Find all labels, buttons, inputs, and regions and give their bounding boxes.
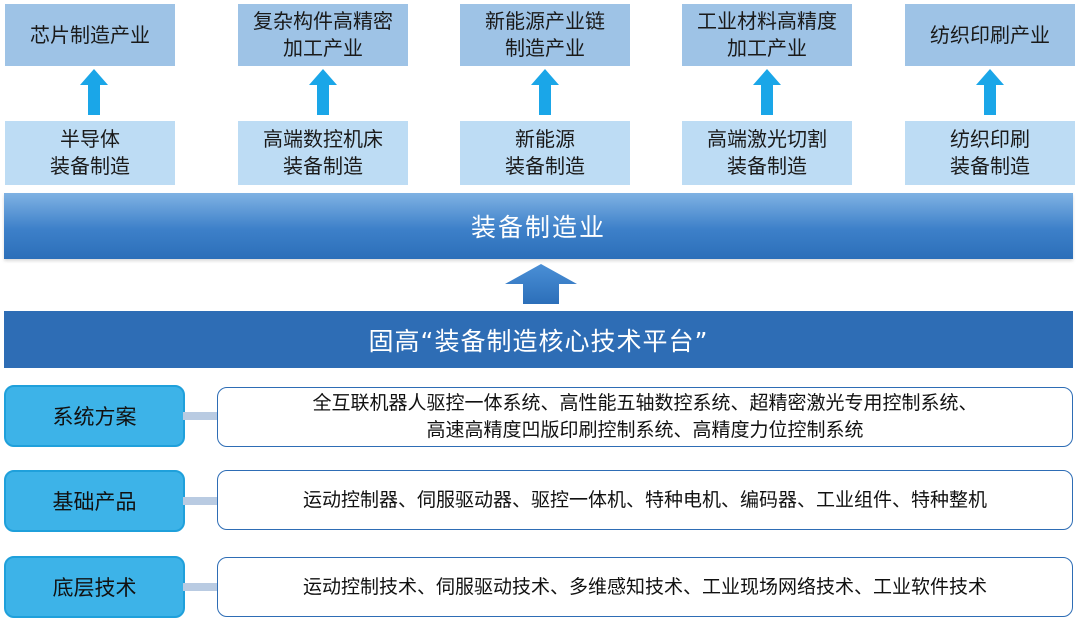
up-arrow-icon [753, 69, 781, 115]
up-arrow-icon [309, 69, 337, 115]
up-arrow-icon [531, 69, 559, 115]
industry-label: 芯片制造产业 [30, 22, 150, 47]
up-arrow-icon [80, 69, 108, 115]
layer-content: 运动控制器、伺服驱动器、驱控一体机、特种电机、编码器、工业组件、特种整机 [302, 488, 987, 511]
industry-label: 工业材料高精度 加工产业 [697, 9, 837, 60]
connector-icon [183, 497, 221, 505]
equipment-label: 高端数控机床 装备制造 [263, 127, 383, 178]
equipment-label: 半导体 装备制造 [50, 127, 130, 178]
layer-content-system-solutions: 全互联机器人驱控一体系统、高性能五轴数控系统、超精密激光专用控制系统、 高速高精… [217, 387, 1073, 447]
up-arrow-icon [976, 69, 1004, 115]
industry-box-industrial-materials: 工业材料高精度 加工产业 [682, 4, 852, 66]
equipment-label: 新能源 装备制造 [505, 127, 585, 178]
core-platform-label: 固高“装备制造核心技术平台” [368, 326, 709, 356]
layer-content-underlying-tech: 运动控制技术、伺服驱动技术、多维感知技术、工业现场网络技术、工业软件技术 [217, 557, 1073, 617]
layer-content: 运动控制技术、伺服驱动技术、多维感知技术、工业现场网络技术、工业软件技术 [302, 575, 987, 598]
industry-box-textile-printing: 纺织印刷产业 [905, 4, 1075, 66]
connector-icon [183, 583, 221, 591]
equipment-box-new-energy: 新能源 装备制造 [460, 121, 630, 185]
equipment-industry-band: 装备制造业 [4, 193, 1073, 259]
equipment-box-cnc: 高端数控机床 装备制造 [238, 121, 408, 185]
connector-icon [183, 412, 221, 420]
layer-label: 基础产品 [52, 490, 137, 514]
industry-label: 新能源产业链 制造产业 [485, 9, 605, 60]
equipment-label: 高端激光切割 装备制造 [707, 127, 827, 178]
layer-label-system-solutions: 系统方案 [4, 385, 185, 447]
industry-box-chip: 芯片制造产业 [5, 4, 175, 66]
layer-content-basic-products: 运动控制器、伺服驱动器、驱控一体机、特种电机、编码器、工业组件、特种整机 [217, 470, 1073, 530]
layer-label-basic-products: 基础产品 [4, 470, 185, 532]
layer-label-underlying-tech: 底层技术 [4, 556, 185, 618]
industry-label: 复杂构件高精密 加工产业 [253, 9, 393, 60]
industry-box-precision-parts: 复杂构件高精密 加工产业 [238, 4, 408, 66]
industry-box-new-energy: 新能源产业链 制造产业 [460, 4, 630, 66]
core-platform-band: 固高“装备制造核心技术平台” [4, 311, 1073, 368]
layer-content: 全互联机器人驱控一体系统、高性能五轴数控系统、超精密激光专用控制系统、 高速高精… [312, 392, 978, 441]
industry-label: 纺织印刷产业 [930, 22, 1050, 47]
equipment-box-textile-printing: 纺织印刷 装备制造 [905, 121, 1075, 185]
big-up-arrow-icon [505, 264, 577, 304]
equipment-box-semiconductor: 半导体 装备制造 [5, 121, 175, 185]
layer-label: 系统方案 [52, 405, 137, 429]
equipment-box-laser-cutting: 高端激光切割 装备制造 [682, 121, 852, 185]
equipment-industry-label: 装备制造业 [470, 213, 606, 242]
equipment-label: 纺织印刷 装备制造 [950, 127, 1030, 178]
layer-label: 底层技术 [52, 576, 137, 600]
